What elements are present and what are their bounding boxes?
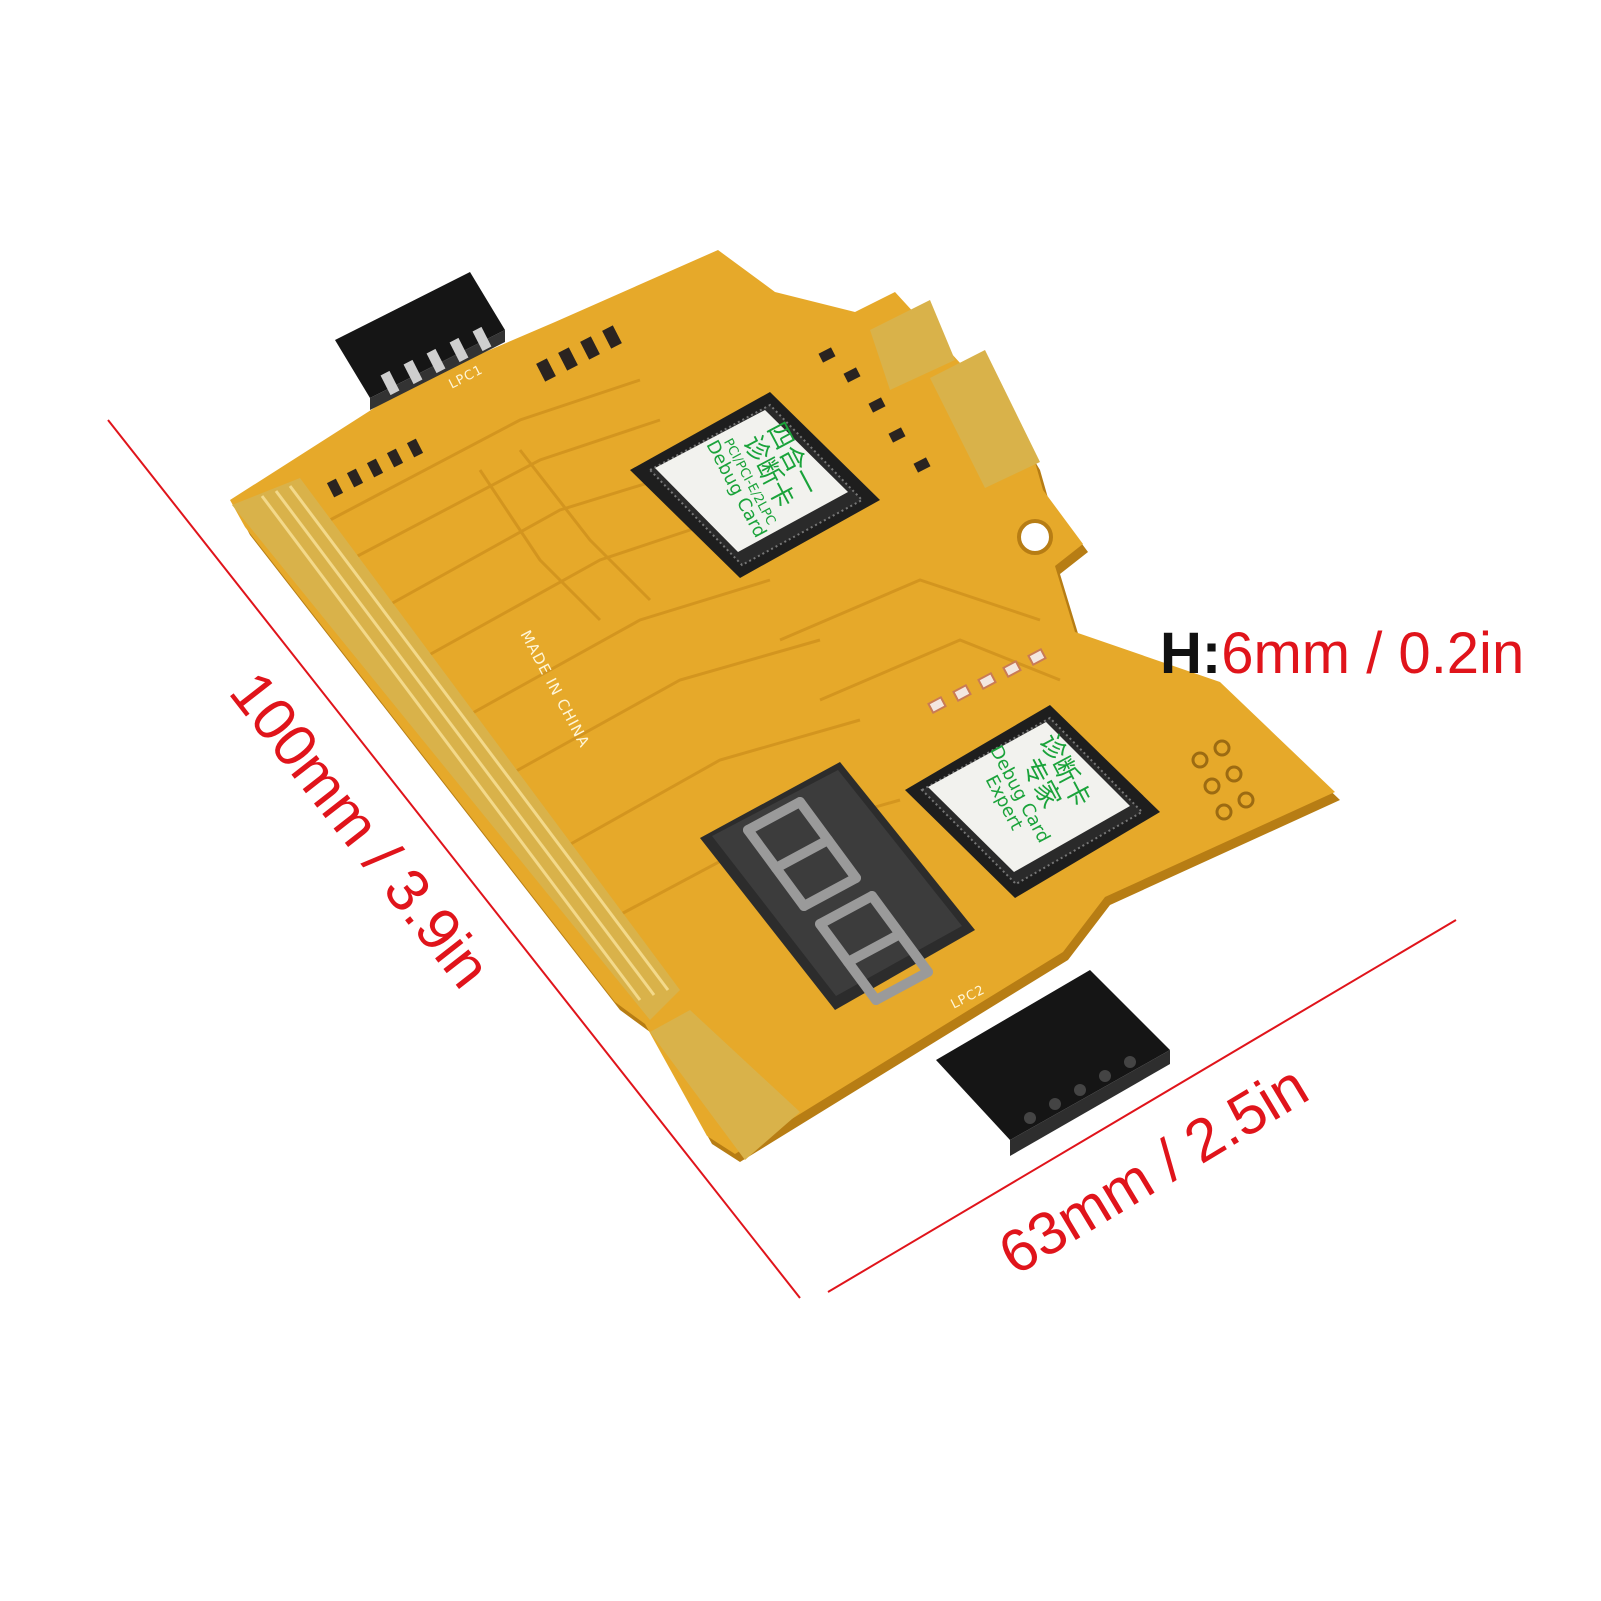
seven-segment-display — [700, 762, 975, 1010]
height-dimension-label: H:6mm / 0.2in — [1160, 625, 1524, 683]
main-chip-pci — [630, 392, 880, 578]
lpc2-header — [936, 970, 1170, 1156]
length-dimension-line — [107, 419, 801, 1299]
debug-card-board — [230, 250, 1340, 1162]
width-dimension-line — [827, 919, 1457, 1293]
lpc1-header — [335, 272, 505, 410]
height-value: 6mm / 0.2in — [1221, 621, 1525, 686]
main-chip-expert — [905, 705, 1160, 898]
height-prefix: H: — [1160, 621, 1222, 686]
